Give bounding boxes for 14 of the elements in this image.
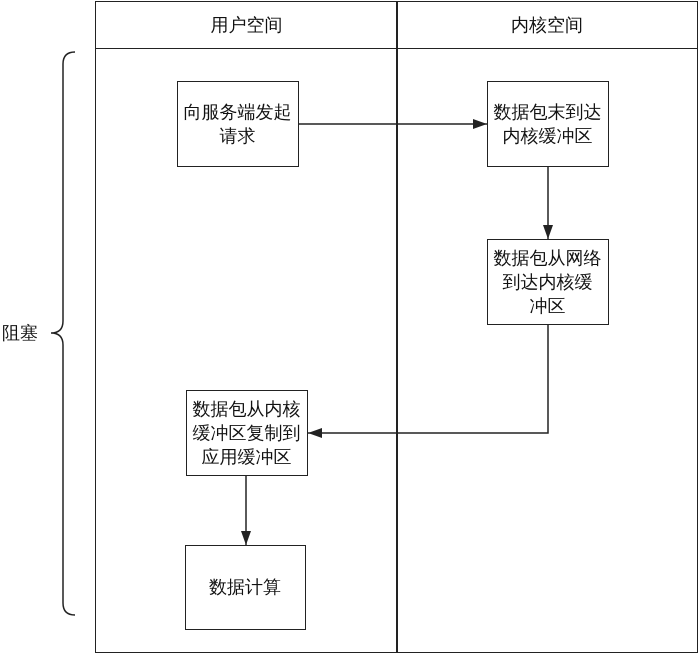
process-box: 数据包末到达内核缓冲区 (486, 80, 608, 166)
swimlane (396, 1, 698, 653)
arrow (299, 119, 487, 129)
arrow (543, 167, 553, 239)
arrow (241, 476, 251, 545)
process-box: 数据包从内核缓冲区复制到应用缓冲区 (186, 390, 308, 476)
swimlane (95, 1, 398, 653)
process-box: 数据包从网络到达内核缓冲区 (486, 238, 608, 324)
brace-label: 阻塞 (2, 322, 38, 345)
lane-header: 用户空间 (96, 2, 397, 49)
arrow (308, 325, 549, 438)
process-box: 向服务端发起请求 (176, 80, 298, 166)
process-box: 数据计算 (184, 544, 306, 630)
lane-header: 内核空间 (397, 2, 697, 49)
